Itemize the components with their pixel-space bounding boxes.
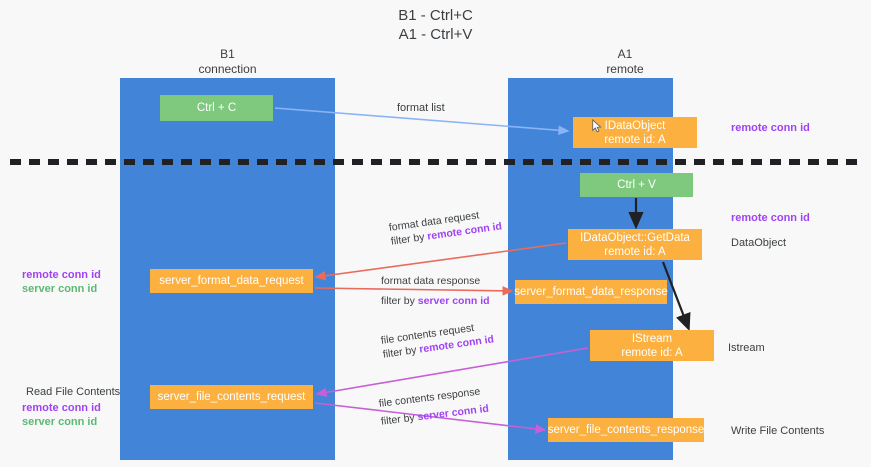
node-server-file-contents-response[interactable]: server_file_contents_response <box>548 418 704 442</box>
mouse-cursor-icon <box>592 119 602 133</box>
node-server-file-contents-request-label: server_file_contents_request <box>157 391 306 403</box>
node-server-format-data-request-label: server_format_data_request <box>159 275 304 287</box>
node-server-format-data-response[interactable]: server_format_data_response <box>514 280 668 304</box>
node-server-format-data-request[interactable]: server_format_data_request <box>150 269 313 293</box>
annotation-remote-conn-id-top: remote conn id <box>731 122 810 134</box>
node-idataobject-line1: IDataObject <box>604 119 666 132</box>
title-line-2: A1 - Ctrl+V <box>398 26 473 43</box>
title-line-1: B1 - Ctrl+C <box>398 7 473 24</box>
node-istream[interactable]: IStream remote id: A <box>590 330 714 361</box>
diagram-title: B1 - Ctrl+C A1 - Ctrl+V <box>0 6 871 44</box>
lane-header-b1-name: B1 <box>220 47 235 61</box>
label-format-data-request: format data request filter by remote con… <box>388 205 503 248</box>
annotation-read-file-contents: Read File Contents <box>26 386 121 398</box>
label-format-data-request-filter-prefix: filter by <box>390 230 429 248</box>
node-server-file-contents-request[interactable]: server_file_contents_request <box>150 385 313 409</box>
node-ctrl-v-label: Ctrl + V <box>617 179 656 191</box>
annotation-left-conn-ids-bottom: remote conn id server conn id <box>22 401 101 429</box>
label-file-contents-request: file contents request filter by remote c… <box>380 318 495 361</box>
annotation-remote-conn-id-mid: remote conn id <box>731 212 810 224</box>
label-file-contents-response-filter-prefix: filter by <box>380 411 419 428</box>
node-idataobject-line2: remote id: A <box>604 133 666 146</box>
annotation-left-remote-conn-id-bottom: remote conn id <box>22 402 101 414</box>
label-file-contents-response-filter-key: server conn id <box>416 402 490 424</box>
node-getdata-line2: remote id: A <box>604 245 666 258</box>
lane-header-a1-role: remote <box>606 62 644 76</box>
node-server-file-contents-response-label: server_file_contents_response <box>547 424 705 436</box>
node-idataobject[interactable]: IDataObject remote id: A <box>573 117 697 148</box>
annotation-istream: Istream <box>728 342 765 354</box>
annotation-dataobject: DataObject <box>731 237 787 249</box>
annotation-left-conn-ids-mid: remote conn id server conn id <box>22 268 101 296</box>
lane-header-b1: B1 connection <box>150 47 305 77</box>
node-server-format-data-response-label: server_format_data_response <box>514 286 668 298</box>
label-file-contents-request-filter-prefix: filter by <box>382 343 421 361</box>
label-format-data-response-filter-key: server conn id <box>417 295 490 307</box>
lane-header-a1-name: A1 <box>617 47 633 61</box>
annotation-left-server-conn-id-mid: server conn id <box>22 283 98 295</box>
node-getdata-line1: IDataObject::GetData <box>580 231 690 244</box>
label-format-data-response: format data response filter by server co… <box>381 274 490 308</box>
annotation-left-remote-conn-id-mid: remote conn id <box>22 269 101 281</box>
node-ctrl-v[interactable]: Ctrl + V <box>580 173 693 197</box>
node-idataobject-getdata[interactable]: IDataObject::GetData remote id: A <box>568 229 702 260</box>
node-istream-line2: remote id: A <box>621 346 683 359</box>
annotation-write-file-contents: Write File Contents <box>731 425 825 437</box>
label-format-data-response-title: format data response <box>381 275 481 287</box>
node-ctrl-c[interactable]: Ctrl + C <box>160 95 273 121</box>
annotation-left-server-conn-id-bottom: server conn id <box>22 416 98 428</box>
label-file-contents-response: file contents response filter by server … <box>378 384 490 429</box>
label-format-list: format list <box>397 102 445 114</box>
lane-header-b1-role: connection <box>198 62 257 76</box>
node-ctrl-c-label: Ctrl + C <box>196 102 237 114</box>
label-format-data-response-filter-prefix: filter by <box>381 295 418 307</box>
lane-header-a1: A1 remote <box>550 47 700 77</box>
node-istream-line1: IStream <box>631 332 673 345</box>
